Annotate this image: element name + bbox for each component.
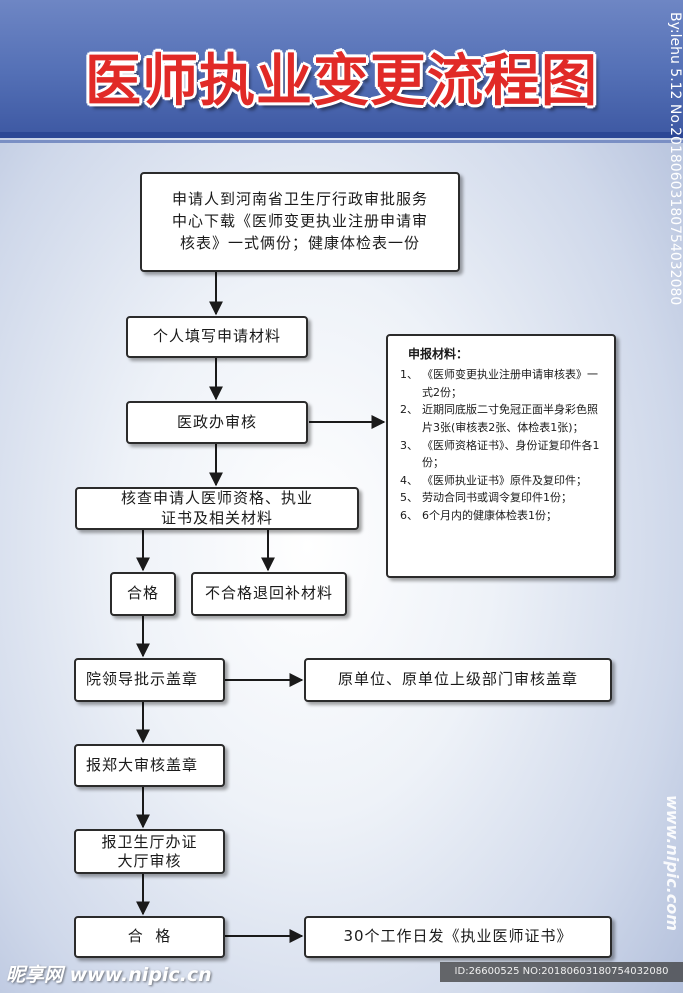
result-pass: 合格 xyxy=(110,572,176,616)
step-health-dept-review-text: 报卫生厅办证 大厅审核 xyxy=(101,832,198,870)
requirement-item: 2、 近期同底版二寸免冠正面半身彩色照片3张(审核表2张、体检表1张)； xyxy=(400,401,604,436)
header-stripe xyxy=(0,132,683,138)
result-pass-final-text: 合 格 xyxy=(127,927,172,946)
requirement-number: 6、 xyxy=(400,508,418,522)
requirement-item: 4、 《医师执业证书》原件及复印件； xyxy=(400,472,604,490)
requirements-panel: 申报材料： 1、 《医师变更执业注册申请审核表》一式2份； 2、 近期同底版二寸… xyxy=(386,334,616,578)
side-caption: By:lehu 5.12 No.20180603180754032080 xyxy=(667,12,683,306)
step-health-dept-review: 报卫生厅办证 大厅审核 xyxy=(74,829,225,874)
requirement-number: 1、 xyxy=(400,368,418,382)
page-title: 医师执业变更流程图 xyxy=(85,48,598,114)
step-former-unit-approval: 原单位、原单位上级部门审核盖章 xyxy=(304,658,612,702)
step-verify-qualifications-text: 核查申请人医师资格、执业 证书及相关材料 xyxy=(120,489,313,527)
step-issue-certificate: 30个工作日发《执业医师证书》 xyxy=(304,916,612,958)
requirement-item: 1、 《医师变更执业注册申请审核表》一式2份； xyxy=(400,366,604,401)
header-banner xyxy=(0,0,683,132)
step-medical-office-review-text: 医政办审核 xyxy=(176,412,257,431)
step-fill-application-text: 个人填写申请材料 xyxy=(152,327,281,346)
step-fill-application: 个人填写申请材料 xyxy=(126,316,308,358)
step-zhengda-review: 报郑大审核盖章 xyxy=(74,744,225,787)
step-zhengda-review-text: 报郑大审核盖章 xyxy=(86,755,199,774)
requirement-text: 《医师资格证书》、身份证复印件各1份； xyxy=(422,438,600,470)
requirement-number: 4、 xyxy=(400,473,418,487)
requirement-text: 劳动合同书或调令复印件1份； xyxy=(422,491,572,505)
step-verify-qualifications: 核查申请人医师资格、执业 证书及相关材料 xyxy=(75,487,359,530)
requirement-number: 3、 xyxy=(400,438,418,452)
step-leader-approval: 院领导批示盖章 xyxy=(74,658,225,702)
step-issue-certificate-text: 30个工作日发《执业医师证书》 xyxy=(343,927,573,946)
requirement-text: 近期同底版二寸免冠正面半身彩色照片3张(审核表2张、体检表1张)； xyxy=(422,403,598,434)
result-pass-final: 合 格 xyxy=(74,916,225,958)
step-download-forms-text: 申请人到河南省卫生厅行政审批服务 中心下载《医师变更执业注册申请审 核表》一式俩… xyxy=(171,190,428,252)
requirement-text: 《医师变更执业注册申请审核表》一式2份； xyxy=(422,368,598,399)
header-stripe-thin xyxy=(0,140,683,143)
step-former-unit-approval-text: 原单位、原单位上级部门审核盖章 xyxy=(337,670,578,689)
requirement-text: 6个月内的健康体检表1份； xyxy=(422,508,557,522)
requirement-item: 6、 6个月内的健康体检表1份； xyxy=(400,507,604,525)
result-fail-return: 不合格退回补材料 xyxy=(191,572,347,616)
watermark-id: ID:26600525 NO:20180603180754032080 xyxy=(440,962,683,982)
result-pass-text: 合格 xyxy=(126,584,159,603)
result-fail-return-text: 不合格退回补材料 xyxy=(204,584,333,603)
requirements-title: 申报材料： xyxy=(408,347,469,361)
step-leader-approval-text: 院领导批示盖章 xyxy=(86,670,199,689)
requirement-item: 3、 《医师资格证书》、身份证复印件各1份； xyxy=(400,437,604,472)
step-medical-office-review: 医政办审核 xyxy=(126,401,308,444)
requirement-number: 5、 xyxy=(400,491,418,505)
requirement-text: 《医师执业证书》原件及复印件； xyxy=(422,473,587,487)
watermark-site: www.nipic.com xyxy=(663,795,682,931)
requirement-item: 5、 劳动合同书或调令复印件1份； xyxy=(400,489,604,507)
requirement-number: 2、 xyxy=(400,403,418,417)
watermark-logo: 昵享网 www.nipic.cn xyxy=(6,964,212,986)
step-download-forms: 申请人到河南省卫生厅行政审批服务 中心下载《医师变更执业注册申请审 核表》一式俩… xyxy=(140,172,460,272)
